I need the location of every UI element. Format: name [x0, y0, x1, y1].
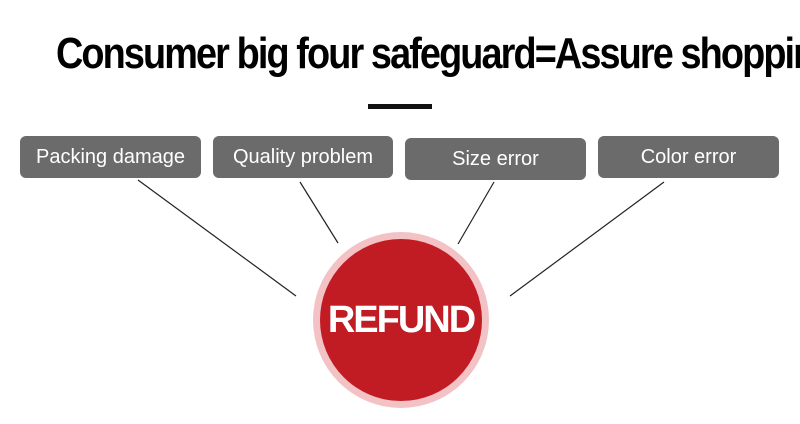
connector-line-quality-problem — [299, 181, 339, 244]
category-quality-problem: Quality problem — [213, 136, 393, 178]
refund-label: REFUND — [327, 298, 476, 341]
connector-line-packing-damage — [137, 179, 297, 297]
page-title: Consumer big four safeguard=Assure shopp… — [56, 29, 800, 78]
category-packing-damage: Packing damage — [20, 136, 201, 178]
category-color-error: Color error — [598, 136, 779, 178]
title-underline — [368, 104, 432, 109]
refund-badge: REFUND — [320, 239, 482, 401]
connector-line-size-error — [457, 181, 495, 245]
category-size-error: Size error — [405, 138, 586, 180]
connector-line-color-error — [509, 181, 665, 297]
